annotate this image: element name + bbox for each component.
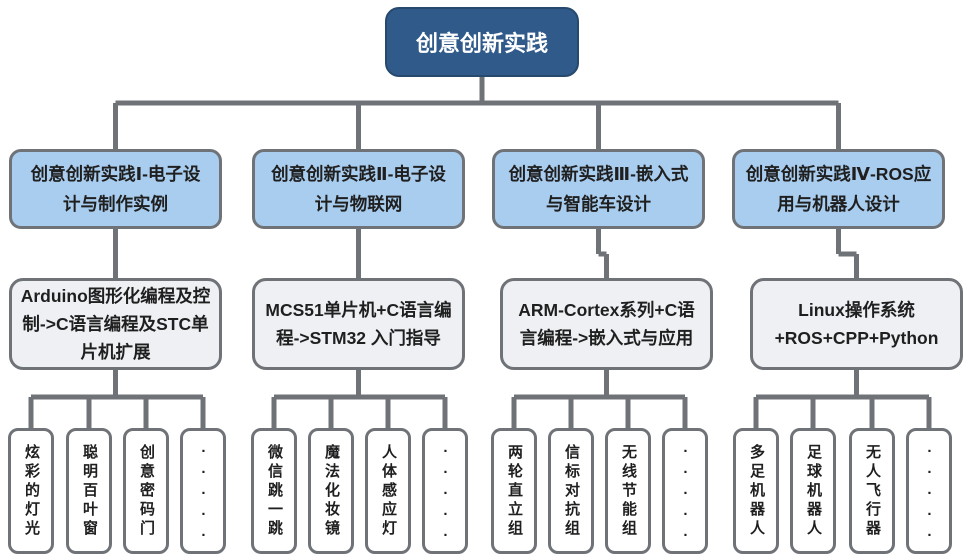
- leaf-3-1[interactable]: 两轮直立组: [491, 428, 537, 554]
- branch-4-title[interactable]: 创意创新实践Ⅳ-ROS应用与机器人设计: [732, 149, 945, 229]
- connector-9: [753, 370, 932, 428]
- branch-3-title[interactable]: 创意创新实践Ⅲ-嵌入式与智能车设计: [492, 149, 705, 229]
- leaf-1-3[interactable]: 创意密码门: [123, 428, 169, 554]
- root-node[interactable]: 创意创新实践: [385, 7, 579, 77]
- connector-6: [596, 229, 609, 278]
- connector-5: [271, 370, 448, 428]
- leaf-1-4[interactable]: .....: [180, 428, 226, 554]
- branch-2-title[interactable]: 创意创新实践Ⅱ-电子设计与物联网: [252, 149, 465, 229]
- leaf-2-3[interactable]: 人体感应灯: [365, 428, 411, 554]
- leaf-2-1[interactable]: 微信跳一跳: [251, 428, 297, 554]
- branch-4-subtitle[interactable]: Linux操作系统+ROS+CPP+Python: [750, 278, 963, 370]
- leaf-4-2[interactable]: 足球机器人: [790, 428, 836, 554]
- leaf-1-1[interactable]: 炫彩的灯光: [8, 428, 54, 554]
- leaf-3-3[interactable]: 无线节能组: [605, 428, 651, 554]
- leaf-4-4[interactable]: .....: [906, 428, 952, 554]
- connector-3: [28, 370, 206, 428]
- leaf-3-4[interactable]: .....: [662, 428, 708, 554]
- leaf-2-2[interactable]: 魔法化妆镜: [308, 428, 354, 554]
- branch-1-title[interactable]: 创意创新实践Ⅰ-电子设计与制作实例: [9, 149, 222, 229]
- branch-2-subtitle[interactable]: MCS51单片机+C语言编程->STM32 入门指导: [252, 278, 465, 370]
- connector-7: [511, 370, 688, 428]
- connector-8: [836, 229, 859, 278]
- leaf-3-2[interactable]: 信标对抗组: [548, 428, 594, 554]
- branch-3-subtitle[interactable]: ARM-Cortex系列+C语言编程->嵌入式与应用: [500, 278, 713, 370]
- leaf-2-4[interactable]: .....: [422, 428, 468, 554]
- connector-1: [113, 77, 841, 149]
- branch-1-subtitle[interactable]: Arduino图形化编程及控制->C语言编程及STC单片机扩展: [9, 278, 222, 370]
- leaf-4-3[interactable]: 无人飞行器: [849, 428, 895, 554]
- leaf-4-1[interactable]: 多足机器人: [733, 428, 779, 554]
- leaf-1-2[interactable]: 聪明百叶窗: [66, 428, 112, 554]
